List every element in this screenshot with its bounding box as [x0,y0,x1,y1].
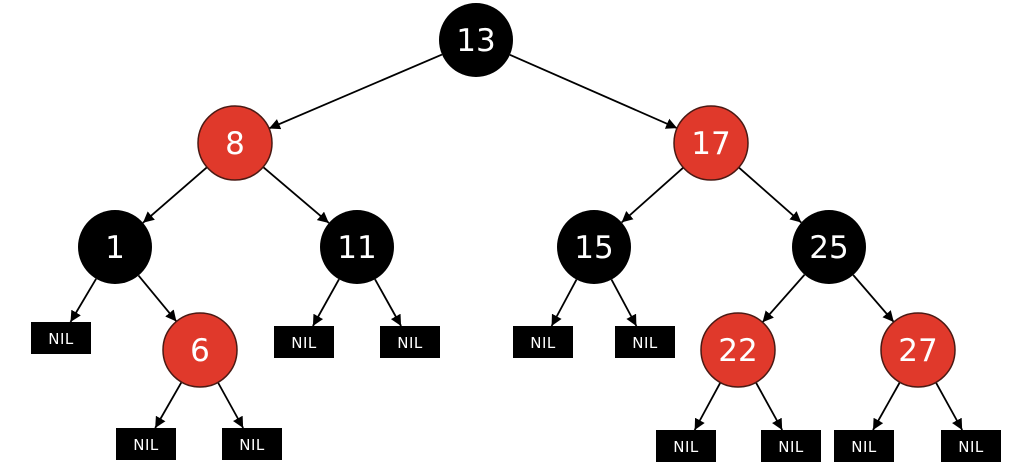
node-circle-black [792,210,866,284]
node-label: 27 [898,333,937,369]
edge-n1-nil-a [69,278,97,323]
edge-n27-nil-k [935,381,963,431]
nil-label: NIL [778,438,804,456]
node-label: 22 [718,333,757,369]
nil-box [31,322,91,354]
node-circle-black [439,3,513,77]
nil-leaves: NIL NIL NIL NIL NIL NIL NIL NIL NIL NIL NIL [31,322,1001,462]
nil-box [513,326,573,358]
tree-node-6: 6 [162,312,238,388]
edge-n15-nil-e [610,279,638,327]
node-label: 1 [105,230,125,266]
tree-node-25: 25 [792,210,866,284]
edge-n22-nil-h [693,382,722,431]
nil-label: NIL [239,436,265,454]
nil-leaf: NIL [941,430,1001,462]
nil-leaf: NIL [615,326,675,358]
edge-n25-n27 [852,274,895,323]
edge-n1-n6 [137,274,178,323]
nil-leaf: NIL [274,326,334,358]
nil-label: NIL [673,438,699,456]
nil-box [656,430,716,462]
node-label: 8 [225,126,245,162]
node-circle-black [78,210,152,284]
node-label: 15 [574,230,613,266]
tree-node-13: 13 [439,3,513,77]
edge-n6-nil-g [217,381,244,429]
nil-box [941,430,1001,462]
tree-node-17: 17 [673,105,749,181]
edges [69,53,963,431]
nil-box [222,428,282,460]
edge-n25-n22 [761,274,806,323]
node-circle-black [320,210,394,284]
nil-label: NIL [632,334,658,352]
node-label: 17 [691,126,730,162]
node-label: 13 [456,23,495,59]
nil-leaf: NIL [380,326,440,358]
nil-leaf: NIL [31,322,91,354]
node-circle-red [673,105,749,181]
tree-node-1: 1 [78,210,152,284]
node-circle-red [700,312,776,388]
tree-node-8: 8 [197,105,273,181]
nil-leaf: NIL [656,430,716,462]
nil-label: NIL [397,334,423,352]
edge-n17-n15 [621,166,684,224]
edge-n8-n1 [142,166,208,224]
nil-box [761,430,821,462]
tree-node-27: 27 [880,312,956,388]
node-label: 25 [809,230,848,266]
tree-node-15: 15 [557,210,631,284]
edge-n15-nil-d [550,279,578,327]
nil-box [834,430,894,462]
edge-n13-n8 [268,53,443,130]
nil-label: NIL [48,330,74,348]
nil-label: NIL [133,436,159,454]
nil-box [380,326,440,358]
edge-n11-nil-c [374,278,402,327]
nil-leaf: NIL [513,326,573,358]
nil-leaf: NIL [834,430,894,462]
nil-leaf: NIL [761,430,821,462]
tree-node-11: 11 [320,210,394,284]
nil-box [116,428,176,460]
nil-label: NIL [851,438,877,456]
nil-label: NIL [958,438,984,456]
nil-label: NIL [291,334,317,352]
edge-n11-nil-b [312,278,340,327]
nil-label: NIL [530,334,556,352]
nil-leaf: NIL [116,428,176,460]
nil-box [274,326,334,358]
node-label: 6 [190,333,210,369]
edge-n8-n11 [262,166,330,224]
edge-n13-n17 [509,54,678,129]
edge-n22-nil-i [755,381,783,431]
node-circle-red [880,312,956,388]
nil-leaf: NIL [222,428,282,460]
nil-box [615,326,675,358]
node-circle-red [162,312,238,388]
edge-n17-n25 [738,166,802,224]
node-circle-red [197,105,273,181]
edge-n27-nil-j [872,381,901,431]
node-label: 11 [337,230,376,266]
tree-node-22: 22 [700,312,776,388]
edge-n6-nil-f [154,381,183,429]
node-circle-black [557,210,631,284]
